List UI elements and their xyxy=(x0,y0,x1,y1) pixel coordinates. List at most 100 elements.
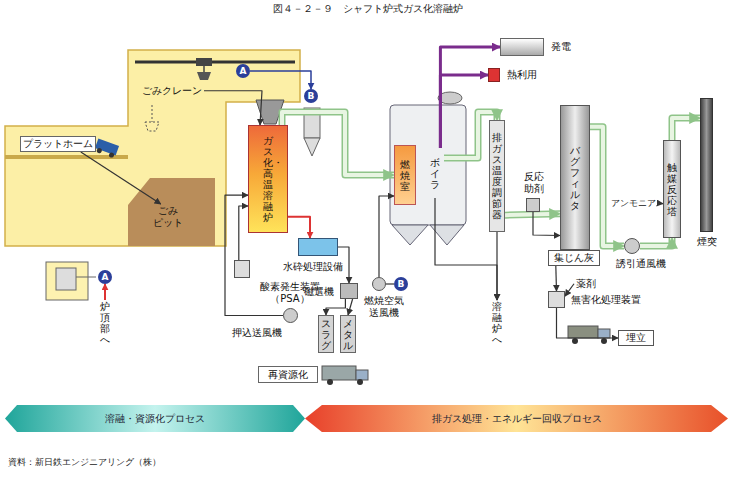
granulation-tank: 水砕処理設備 xyxy=(298,238,338,256)
equipment-label: 酸素発生装置 （PSA） xyxy=(257,281,323,304)
platform-box: プラットホーム xyxy=(20,136,96,152)
connector-path xyxy=(386,283,394,284)
gas-duct xyxy=(672,118,700,140)
stack: 煙突 xyxy=(700,98,713,232)
node-label: 排ガス処理・エネルギー回収プロセス xyxy=(432,413,602,425)
duct-core xyxy=(282,112,394,175)
crane-trolley xyxy=(196,58,212,66)
cyclone-cone xyxy=(304,138,320,156)
equipment-label: 誘引通風機 xyxy=(616,258,666,270)
connector-circle: A xyxy=(98,270,112,284)
flow-line xyxy=(348,299,353,315)
wheel xyxy=(357,379,363,385)
connector-path xyxy=(104,284,106,300)
equipment-label: 熱利用 xyxy=(507,69,537,81)
connector-path xyxy=(555,266,557,292)
boiler-label: ボイラ xyxy=(426,148,444,198)
node-label: ガス化・高温溶融炉 xyxy=(263,135,273,223)
inset-dust-collector xyxy=(56,268,76,290)
flow-line xyxy=(105,284,106,300)
equipment-label: 無害化処理装置 xyxy=(571,294,641,306)
connector-path xyxy=(239,206,248,260)
connector-path xyxy=(204,91,262,125)
inset-frame xyxy=(46,262,88,300)
gas-duct xyxy=(590,127,624,246)
magnetic-separator: 磁選機 xyxy=(340,283,358,299)
node-label: 溶融炉へ xyxy=(492,301,502,345)
node-label: ボイラ xyxy=(430,157,440,190)
equipment-label: 煙突 xyxy=(697,236,717,248)
truck-cab xyxy=(598,329,610,338)
truck-cab xyxy=(356,370,368,380)
crane-grab-ghost xyxy=(145,105,159,131)
node-label: 再資源化 xyxy=(268,369,308,381)
wheel xyxy=(327,379,333,385)
catalyst-tower: 触媒反応塔 xyxy=(663,140,681,238)
packer-truck xyxy=(94,139,119,159)
flow-line xyxy=(250,71,311,89)
process-band: 排ガス処理・エネルギー回収プロセス xyxy=(305,405,728,432)
wheel xyxy=(601,338,607,344)
pit-label: ごみ ピット xyxy=(150,204,186,229)
wheel xyxy=(96,147,102,153)
connector-circle: B xyxy=(304,89,318,103)
gas-duct xyxy=(640,238,672,246)
connector-path xyxy=(533,212,560,236)
connector-path xyxy=(250,71,311,89)
node-label: スラグ xyxy=(321,318,331,351)
flow-line xyxy=(81,152,161,204)
metal-bin: メタル xyxy=(340,315,356,353)
band-fill xyxy=(305,405,728,432)
node-label: 炉頂部へ xyxy=(100,301,110,345)
equipment-label: 燃焼空気 送風機 xyxy=(361,295,407,318)
connector-path xyxy=(326,299,345,315)
destination-label: 炉頂部へ xyxy=(98,300,112,346)
ghost-grab xyxy=(145,122,159,131)
induced-fan: 誘引通風機 xyxy=(624,238,640,254)
source-caption: 資料：新日鉄エンジニアリング（株） xyxy=(8,456,161,469)
forced-draft-fan: 押込送風機 xyxy=(283,308,298,323)
node-label: 排ガス温度調節器 xyxy=(492,132,502,220)
chemical-label: 薬剤 xyxy=(574,277,598,291)
node-label: A xyxy=(102,272,109,282)
node-label: アンモニア xyxy=(611,198,656,208)
truck-body xyxy=(568,326,598,338)
building xyxy=(5,50,300,246)
ghost-cable xyxy=(152,105,153,122)
flow-line xyxy=(557,308,619,338)
flow-line xyxy=(386,284,394,285)
equipment-label: 押込送風機 xyxy=(232,327,282,339)
node-label: ごみ ピット xyxy=(152,205,184,228)
truck-body xyxy=(322,366,356,380)
connector-path xyxy=(379,196,394,277)
landfill-box: 埋立 xyxy=(618,330,654,346)
band-fill xyxy=(5,405,305,432)
flow-line xyxy=(555,266,557,292)
recycle-box: 再資源化 xyxy=(258,366,318,383)
equipment-label: 水砕処理設備 xyxy=(283,261,343,273)
node-label: メタル xyxy=(343,318,353,351)
connector-path xyxy=(496,232,497,300)
node-label: A xyxy=(240,66,247,76)
boiler-vessel xyxy=(390,105,466,225)
flow-line xyxy=(533,212,560,236)
fly-ash-box: 集じん灰 xyxy=(548,250,600,266)
duct-core xyxy=(672,118,700,140)
connector-path xyxy=(282,112,394,175)
wheel xyxy=(108,152,114,158)
inset-pipe xyxy=(76,277,96,278)
flow-line xyxy=(288,217,310,238)
flow-line xyxy=(497,232,498,300)
hopper-cone xyxy=(392,225,428,245)
equipment-label: 反応助剤 xyxy=(523,171,545,194)
flow-line xyxy=(435,198,497,300)
flow-line xyxy=(379,196,394,277)
connector-path xyxy=(557,308,619,338)
node-label: 埋立 xyxy=(626,332,646,344)
generator: 発電 xyxy=(500,38,544,56)
connector-path xyxy=(672,118,700,140)
landfill-truck xyxy=(568,326,610,344)
crane-rail xyxy=(135,61,295,64)
node-label: B xyxy=(308,91,315,101)
waste-pit xyxy=(128,178,215,246)
